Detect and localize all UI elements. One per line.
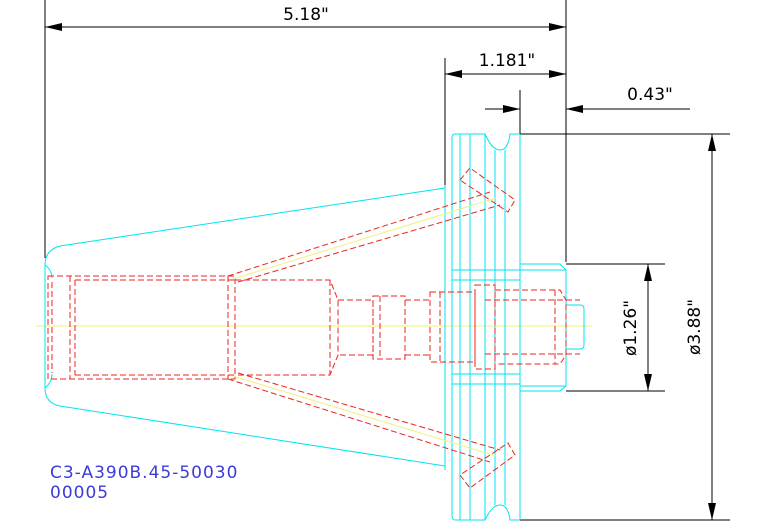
hidden-features <box>47 167 580 489</box>
passage-centerlines <box>232 197 497 457</box>
part-number: C3-A390B.45-50030 <box>50 463 238 483</box>
dimension-overall-length: 5.18" <box>44 0 567 262</box>
dimension-bore-diameter: ø1.26" <box>566 263 665 392</box>
dimension-flange-diameter: ø3.88" <box>520 133 730 521</box>
part-outline <box>44 133 585 521</box>
flange-offset-label: 0.43" <box>627 85 673 105</box>
overall-length-label: 5.18" <box>283 5 329 25</box>
dimension-flange-length: 1.181" <box>444 51 566 185</box>
part-code: 00005 <box>50 483 109 503</box>
flange-diameter-label: ø3.88" <box>685 299 705 355</box>
bore-diameter-label: ø1.26" <box>621 300 641 356</box>
flange-length-label: 1.181" <box>479 51 536 71</box>
dimension-flange-offset: 0.43" <box>485 85 690 134</box>
